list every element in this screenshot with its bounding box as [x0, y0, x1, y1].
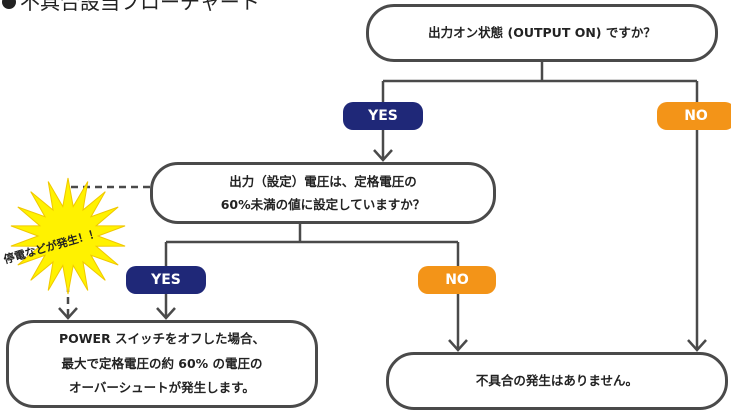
page-title-text: 不具合設当フローチャート — [20, 0, 260, 14]
no-badge-1: NO — [657, 102, 731, 130]
result-overshoot-line-1: POWER スイッチをオフした場合、 — [58, 331, 266, 347]
bullet-icon — [2, 0, 16, 9]
no-badge-2: NO — [418, 266, 496, 294]
arrowhead-no2 — [448, 339, 468, 352]
result-no-problem: 不具合の発生はありません。 — [386, 352, 728, 410]
arrowhead-yes1 — [373, 149, 393, 162]
question-voltage-setting: 出力（設定）電圧は、定格電圧の 60%未満の値に設定していますか？ — [150, 162, 496, 224]
result-overshoot: POWER スイッチをオフした場合、 最大で定格電圧の約 60% の電圧の オー… — [6, 320, 318, 408]
no-badge-2-label: NO — [445, 272, 469, 288]
question-voltage-line-1: 出力（設定）電圧は、定格電圧の — [229, 173, 417, 189]
result-overshoot-line-2: 最大で定格電圧の約 60% の電圧の — [61, 355, 263, 371]
result-overshoot-line-3: オーバーシュートが発生します。 — [69, 380, 255, 396]
burst-icon — [10, 177, 126, 295]
question-output-on-text: 出力オン状態 (OUTPUT ON) ですか？ — [428, 25, 656, 41]
page-title: 不具合設当フローチャート — [2, 0, 260, 15]
yes-badge-1: YES — [343, 102, 423, 130]
yes-badge-1-label: YES — [368, 108, 398, 124]
yes-badge-2-label: YES — [151, 272, 181, 288]
arrowhead-yes2 — [156, 307, 176, 320]
result-no-problem-text: 不具合の発生はありません。 — [475, 373, 639, 389]
question-voltage-line-2: 60%未満の値に設定していますか？ — [220, 197, 426, 212]
no-badge-1-label: NO — [684, 108, 708, 124]
arrowhead-dashed — [58, 307, 78, 320]
question-output-on: 出力オン状態 (OUTPUT ON) ですか？ — [366, 4, 718, 62]
arrowhead-no1 — [687, 339, 707, 352]
yes-badge-2: YES — [126, 266, 206, 294]
